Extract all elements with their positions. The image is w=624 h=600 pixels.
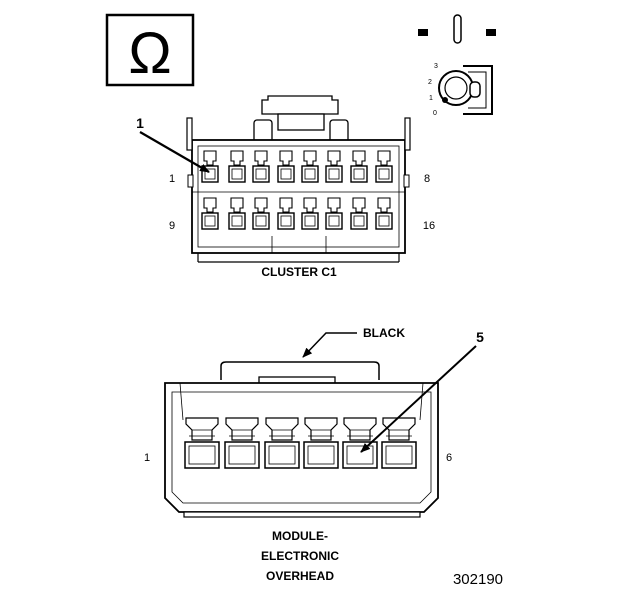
ignition-position-3: 3 [434, 63, 438, 70]
overhead-title-line-1: MODULE- [272, 529, 328, 543]
callout-5-label: 5 [476, 329, 484, 345]
ohm-symbol: Ω [128, 21, 171, 86]
ohmmeter-icon: Ω [105, 13, 195, 87]
overhead-title-line-2: ELECTRONIC [261, 549, 339, 563]
c1-cavity-13 [301, 197, 319, 230]
callout-1-label: 1 [136, 115, 144, 131]
c1-cavity-9 [201, 197, 219, 230]
c1-cavity-14 [325, 197, 343, 230]
c1-cavity-1 [201, 150, 219, 183]
overhead-cavity-1 [184, 417, 220, 469]
c1-pin-9-label: 9 [169, 220, 175, 232]
overhead-cavity-4 [303, 417, 339, 469]
callout-1-arrow [139, 131, 210, 173]
cluster-c1-connector [186, 95, 411, 263]
cluster-c1-title: CLUSTER C1 [261, 265, 337, 279]
ignition-position-0: 0 [433, 110, 437, 117]
cluster-c1-cavities [201, 150, 393, 230]
ignition-switch-icon: 3 2 1 0 [418, 14, 496, 117]
ignition-position-1: 1 [429, 95, 433, 102]
c1-cavity-12 [277, 197, 295, 230]
c1-cavity-8 [375, 150, 393, 183]
c1-cavity-5 [301, 150, 319, 183]
overhead-cavity-3 [264, 417, 300, 469]
c1-cavity-11 [252, 197, 270, 230]
c1-cavity-2 [228, 150, 246, 183]
color-label-leader [302, 332, 357, 358]
c1-cavity-6 [325, 150, 343, 183]
overhead-module-connector [164, 361, 439, 518]
overhead-cavities [184, 417, 417, 469]
connector-color-label: BLACK [363, 326, 405, 340]
c1-cavity-16 [375, 197, 393, 230]
figure-number: 302190 [453, 571, 503, 588]
c1-pin-1-label: 1 [169, 173, 175, 185]
c1-cavity-15 [350, 197, 368, 230]
c1-cavity-3 [252, 150, 270, 183]
c1-pin-8-label: 8 [424, 173, 430, 185]
overhead-title-line-3: OVERHEAD [266, 569, 334, 583]
ignition-position-2: 2 [428, 79, 432, 86]
overhead-cavity-6 [381, 417, 417, 469]
c1-pin-16-label: 16 [423, 220, 435, 232]
c1-cavity-7 [350, 150, 368, 183]
c1-cavity-4 [277, 150, 295, 183]
c1-cavity-10 [228, 197, 246, 230]
overhead-pin-1-label: 1 [144, 452, 150, 464]
overhead-cavity-2 [224, 417, 260, 469]
overhead-pin-6-label: 6 [446, 452, 452, 464]
callout-5-arrow [360, 345, 477, 453]
